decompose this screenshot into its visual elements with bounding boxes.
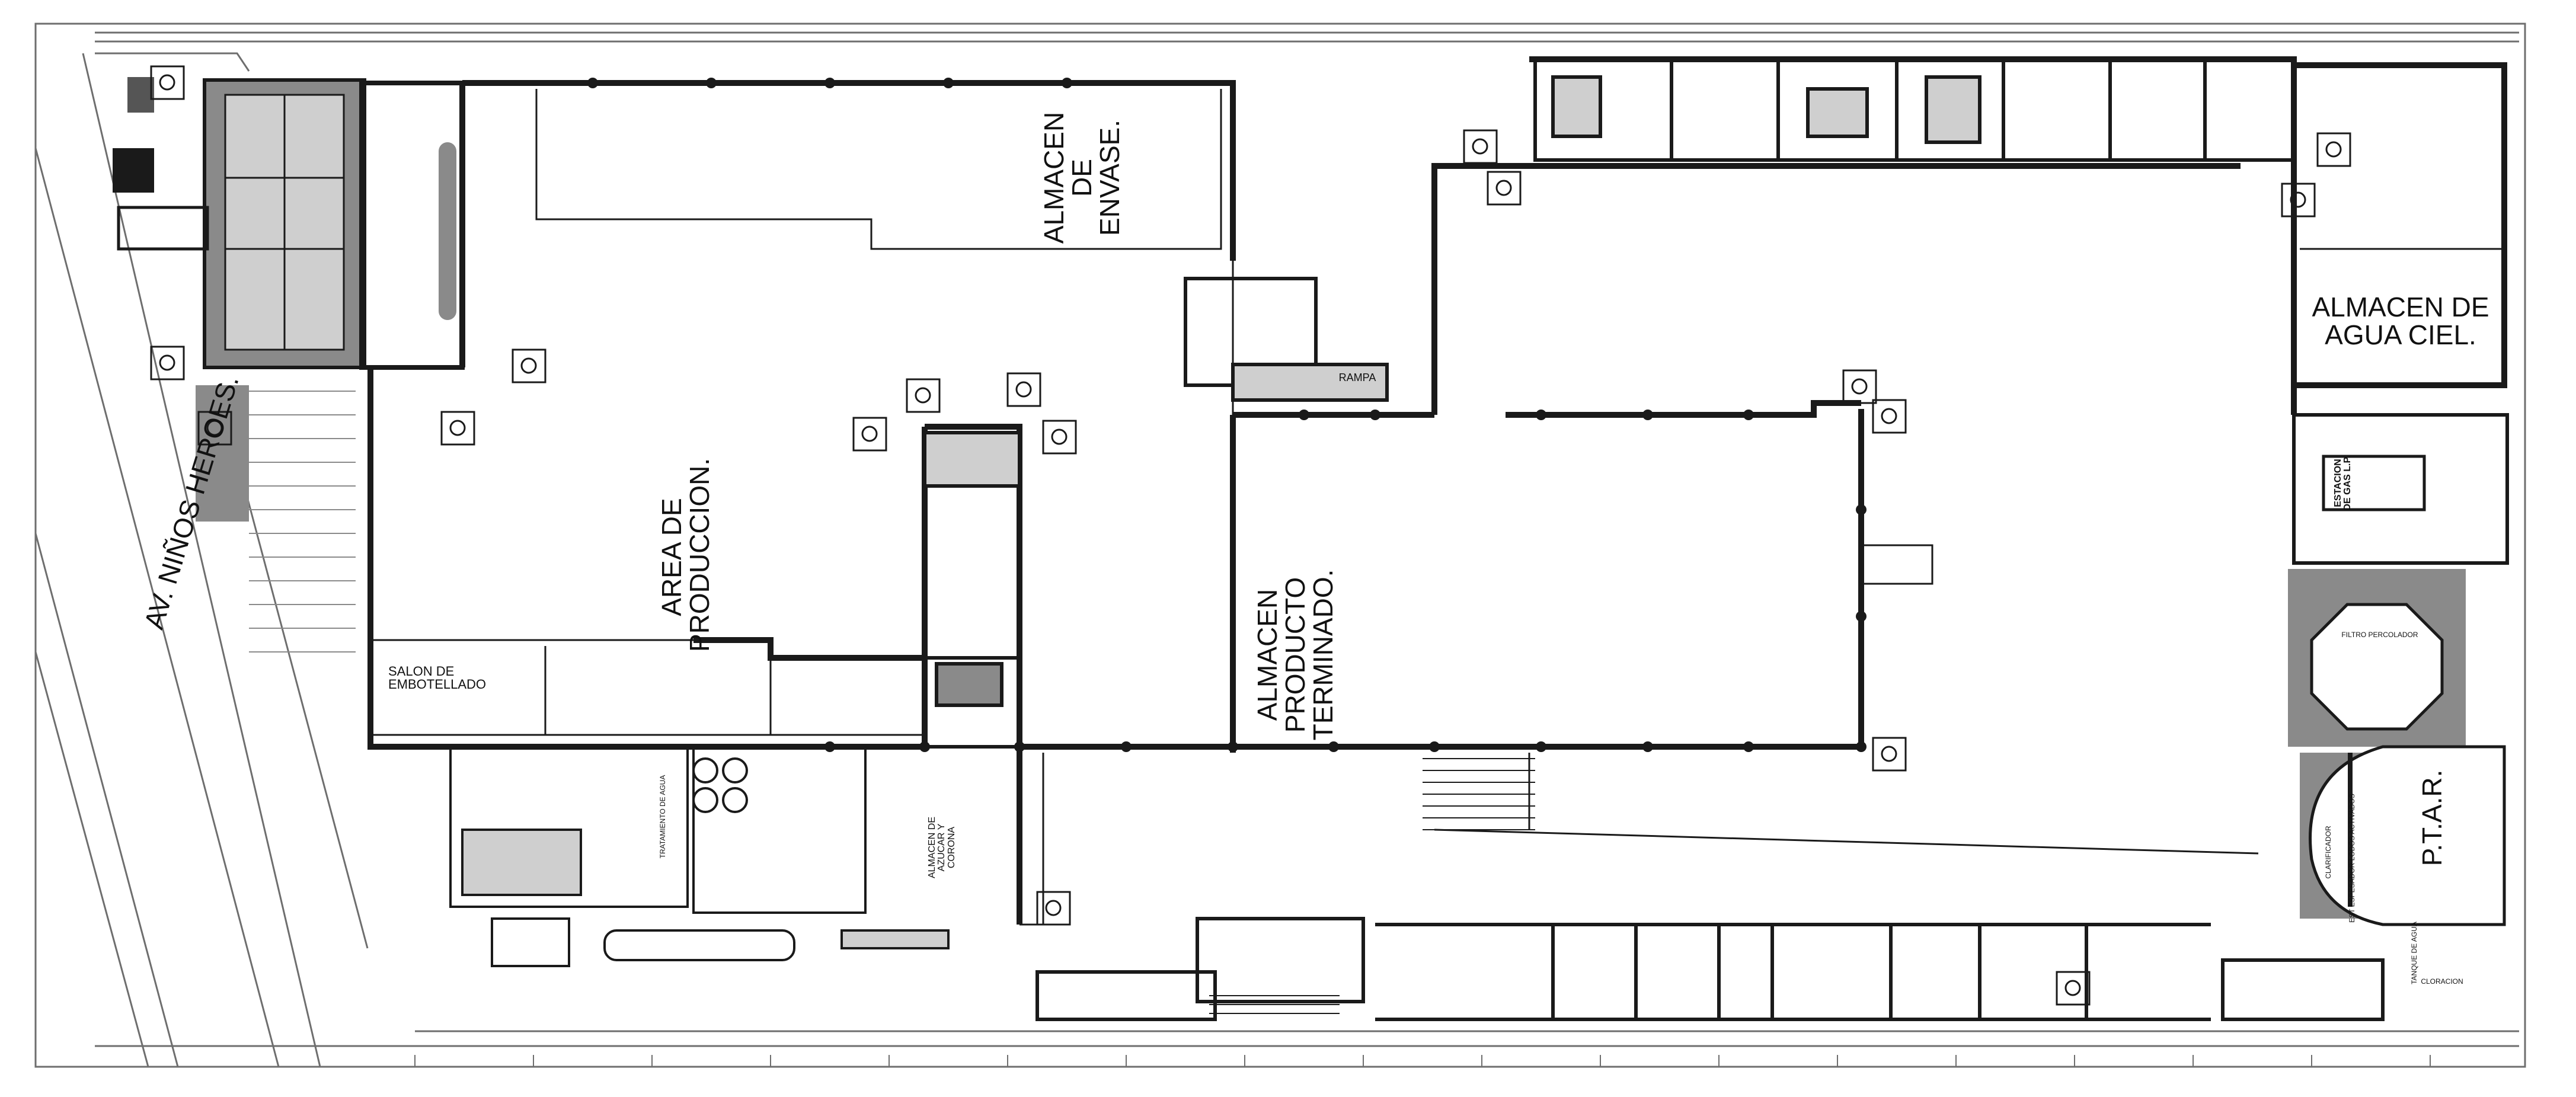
label-filtro: FILTRO PERCOLADOR	[2341, 631, 2418, 639]
stairs	[1209, 758, 1535, 1014]
label-almacen-agua: ALMACEN DE AGUA CIEL.	[2312, 292, 2489, 350]
ptar-area	[2288, 413, 2509, 926]
label-salon-embotellado: SALON DE EMBOTELLADO	[388, 664, 487, 692]
perimeter-fence	[95, 31, 2519, 1047]
label-area-produccion: AREA DE PRODUCCION.	[656, 458, 715, 652]
marker-symbols	[150, 65, 2351, 1006]
office-block	[113, 77, 465, 370]
central-rooms	[923, 277, 1389, 749]
label-almacen-producto: ALMACEN PRODUCTO TERMINADO.	[1252, 569, 1338, 741]
columns	[587, 78, 1867, 752]
drawing-border	[34, 23, 2526, 1068]
gray-parking-strip	[196, 385, 249, 522]
bottom-ticks	[414, 1055, 2431, 1067]
label-ptar: P.T.A.R.	[2417, 769, 2447, 866]
label-rampa: RAMPA	[1338, 372, 1376, 383]
label-cloracion: CLORACION	[2421, 977, 2463, 986]
treatment-equipment	[449, 746, 950, 967]
label-lodos: EST ESPESADOR LODOS ACTIVADOS	[2348, 794, 2356, 923]
parking-area	[249, 391, 356, 653]
label-clarificador: CLARIFICADOR	[2324, 826, 2332, 879]
bottom-rooms	[1035, 917, 2385, 1021]
label-almacen-azucar: ALMACEN DE AZUCAR Y CORONA	[927, 816, 957, 879]
label-tratamiento-agua: TRATAMIENTO DE AGUA	[659, 775, 667, 859]
interior-lines	[373, 89, 2504, 926]
top-offices	[1533, 57, 2296, 162]
label-almacen-envase: ALMACEN DE ENVASE.	[1038, 111, 1125, 244]
label-estacion-gas: ESTACION DE GAS L.P.	[2333, 455, 2353, 511]
label-tanque: TANQUE DE AGUA	[2410, 922, 2418, 984]
